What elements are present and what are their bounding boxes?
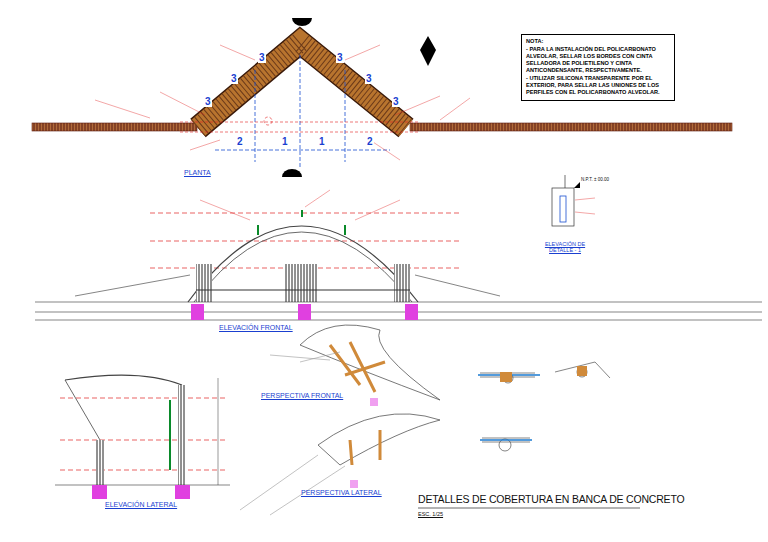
view-title: PERSPECTIVA FRONTAL bbox=[261, 392, 343, 400]
callout-number: 3 bbox=[204, 96, 212, 107]
callout-number: 2 bbox=[236, 136, 244, 147]
scale-label: ESC. 1/25 bbox=[418, 511, 443, 517]
callout-number: 3 bbox=[230, 73, 238, 84]
note-text: - UTILIZAR SILICONA TRANSPARENTE POR EL … bbox=[526, 75, 670, 96]
drawing-title: DETALLES DE COBERTURA EN BANCA DE CONCRE… bbox=[418, 494, 684, 506]
callout-number: 2 bbox=[366, 136, 374, 147]
view-title: ELEVACIÓN DE DETALLE - 1 bbox=[543, 241, 587, 253]
note-text: - PARA LA INSTALACIÓN DEL POLICARBONATO … bbox=[526, 46, 670, 74]
view-title: PLANTA bbox=[184, 169, 211, 177]
note-text: NOTA: bbox=[526, 38, 670, 45]
callout-number: 3 bbox=[336, 52, 344, 63]
view-title: ELEVACIÓN FRONTAL bbox=[219, 324, 293, 332]
note-box: NOTA:- PARA LA INSTALACIÓN DEL POLICARBO… bbox=[521, 34, 675, 101]
level-mark: N.P.T. ± 00.00 bbox=[581, 178, 609, 183]
callout-number: 3 bbox=[392, 96, 400, 107]
view-title: ELEVACIÓN LATERAL bbox=[105, 501, 177, 509]
callout-number: 1 bbox=[318, 136, 326, 147]
callout-number: 3 bbox=[365, 73, 373, 84]
callout-number: 1 bbox=[281, 136, 289, 147]
callout-number: 3 bbox=[258, 52, 266, 63]
view-title: PERSPECTIVA LATERAL bbox=[301, 489, 382, 497]
